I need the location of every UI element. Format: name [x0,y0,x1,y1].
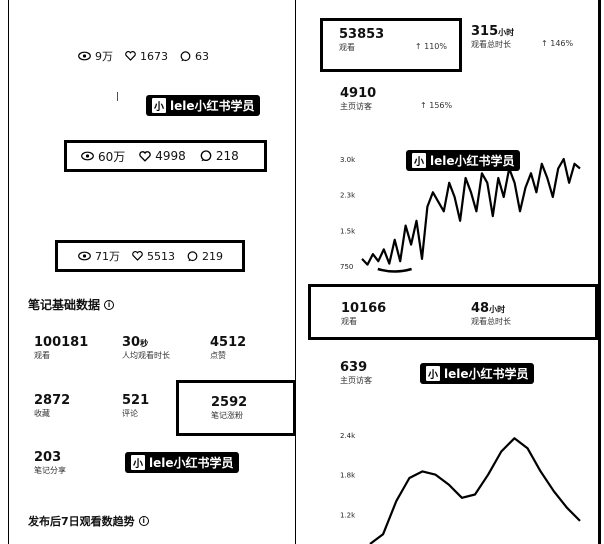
y-tick-label: 2.4k [340,432,356,440]
y-tick-label: 1.5k [340,227,356,235]
eye-icon [78,51,91,61]
mid-profile-visits: 639 主页访客 [340,360,372,385]
basic-data-section-title: 笔记基础数据 i [28,296,115,313]
likes-count: 4998 [155,149,186,163]
likes-count: 5513 [147,249,175,263]
post-stats-row-3: 71万 5513 219 [55,240,245,272]
comment-icon [200,150,212,162]
metric-avg-watch-time: 30秒人均观看时长 [122,335,170,360]
heart-icon [139,150,152,162]
info-icon[interactable]: i [104,299,115,310]
y-tick-label: 1.8k [340,472,356,480]
visits-change: ↑ 156% [420,101,453,110]
comment-icon [180,50,191,62]
watch-change: ↑ 146% [541,39,574,48]
post-stats-row-1: 9万 1673 63 [78,48,209,64]
stray-mark: | [116,92,120,102]
post-stats-row-2: 60万 4998 218 [64,140,267,172]
comments-count: 218 [215,149,239,163]
comment-icon [187,250,198,262]
y-tick-label: 750 [340,263,353,271]
right-frame-border [598,0,601,544]
center-divider [295,0,296,544]
series-line [361,157,581,266]
trough-underline-annotation [377,267,412,273]
views-change: ↑ 110% [414,42,447,51]
mid-metrics-card: 10166 观看 48小时 观看总时长 [308,284,598,340]
top-profile-visits: 4910 主页访客 ↑ 156% [340,86,453,111]
views-count: 60万 [98,149,126,164]
y-tick-label: 1.2k [340,511,356,519]
mid-views: 10166 观看 [341,301,387,326]
views-trend-chart-1: 3.0k 2.3k 1.5k 750 [340,156,581,273]
y-tick-label: 2.3k [340,192,356,200]
top-watch-time: 315小时 观看总时长 ↑ 146% [471,24,574,49]
trend-section-title: 发布后7日观看数趋势 i [28,513,149,529]
comments-count: 63 [195,49,209,63]
heart-icon [125,51,136,61]
likes-count: 1673 [140,49,168,63]
heart-icon [132,251,143,261]
eye-icon [78,251,91,261]
top-views-card: 53853 观看 ↑ 110% [320,18,462,72]
y-tick-label: 3.0k [340,156,356,164]
eye-icon [81,151,94,161]
series-line [369,437,581,544]
views-count: 71万 [95,250,120,263]
left-frame-border [8,0,9,544]
views-count: 9万 [95,50,113,63]
info-icon[interactable]: i [138,516,149,526]
mid-watch-time: 48小时 观看总时长 [471,301,511,326]
views-trend-chart-2: 2.4k1.8k1.2k600 [340,432,581,544]
comments-count: 219 [202,249,223,263]
